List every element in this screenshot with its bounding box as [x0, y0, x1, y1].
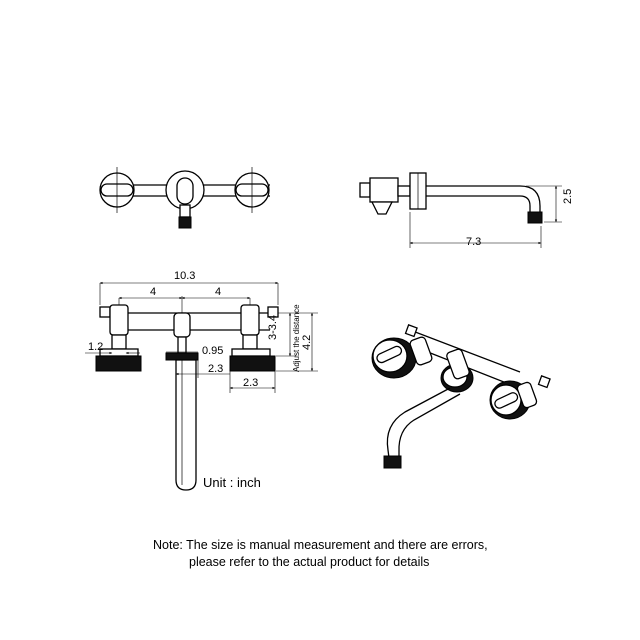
dim-right-spacing: 4 [215, 286, 221, 298]
dim-adjust-range: 3-3.4 [267, 315, 279, 340]
dim-handle-width: 2.3 [243, 377, 258, 389]
unit-label: Unit : inch [203, 475, 261, 490]
note-line-2: please refer to the actual product for d… [189, 555, 430, 569]
dim-overall-height: 4.2 [301, 335, 313, 350]
dim-left-spacing: 4 [150, 286, 156, 298]
note-line-1: Note: The size is manual measurement and… [153, 538, 488, 552]
dim-total-width: 10.3 [174, 270, 195, 282]
side-spout-aerator [527, 211, 543, 224]
iso-center-spout-base [440, 348, 474, 393]
dim-spout-diameter: 0.95 [202, 345, 223, 357]
iso-spout-aerator [383, 455, 402, 469]
front-right-valve [229, 304, 276, 372]
perspective-view [371, 324, 551, 469]
top-right-handle [234, 167, 270, 213]
front-center-spout [165, 312, 199, 491]
iso-left-handle [371, 336, 433, 379]
dim-left-handle-offset: 1.2 [88, 341, 103, 353]
iso-spout-pipe [386, 387, 461, 459]
top-left-handle [99, 167, 135, 213]
dim-spout-width: 2.3 [208, 363, 223, 375]
front-right-end-cap [267, 306, 279, 318]
side-view: 7.3 2.5 [359, 172, 574, 248]
top-view [99, 167, 270, 229]
dim-spout-length: 7.3 [466, 236, 481, 248]
side-spout-pipe [426, 185, 541, 222]
dim-spout-height: 2.5 [562, 189, 574, 204]
dim-adjust-label: Adjust the distance [292, 304, 301, 372]
iso-right-handle [489, 380, 538, 420]
front-left-end-cap [99, 306, 111, 318]
top-center-spout-base [165, 170, 205, 229]
front-view: 10.3 4 4 1.2 0.95 2.3 2.3 3-3.4 Adjust t… [85, 270, 318, 491]
front-left-valve [95, 304, 142, 372]
side-valve-body [359, 172, 427, 215]
